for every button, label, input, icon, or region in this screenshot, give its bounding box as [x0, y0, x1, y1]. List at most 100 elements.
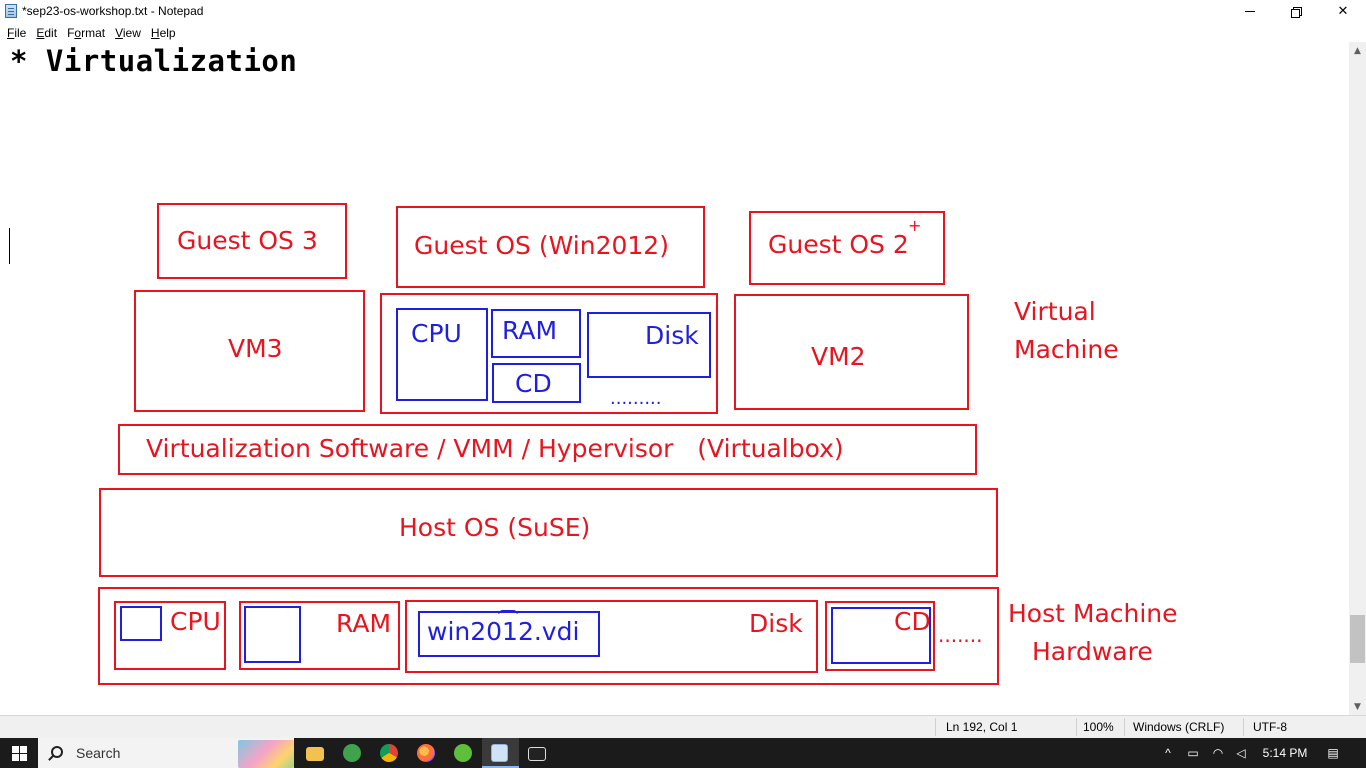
plus-mark: +: [908, 216, 921, 235]
clock-time: 5:14 PM: [1262, 746, 1308, 760]
menu-view-rest: iew: [122, 25, 141, 40]
host-hardware-label-line2: Hardware: [1032, 637, 1153, 666]
menu-edit[interactable]: Edit: [31, 26, 62, 40]
notepad-icon: [5, 4, 17, 18]
vm-more-label: .........: [610, 388, 662, 409]
window-title: *sep23-os-workshop.txt - Notepad: [22, 4, 204, 18]
chrome-icon[interactable]: [380, 744, 398, 762]
vm-win2012-box: [380, 293, 718, 414]
file-explorer-icon[interactable]: [306, 747, 324, 761]
vm3-label: VM3: [228, 334, 283, 363]
volume-icon[interactable]: ◁: [1236, 746, 1246, 760]
host-os-box: [99, 488, 998, 577]
vertical-scrollbar[interactable]: ▲ ▼: [1349, 42, 1366, 715]
network-icon[interactable]: ▭: [1187, 746, 1199, 760]
status-separator: [935, 718, 936, 736]
hw-disk-label: Disk: [749, 609, 803, 638]
hw-cd-label: CD: [894, 607, 931, 636]
hw-ram-box: [239, 601, 400, 670]
vm-ram-label: RAM: [502, 316, 557, 345]
terminal-icon[interactable]: [528, 747, 546, 761]
minimize-button[interactable]: [1227, 0, 1273, 23]
hw-cd-box: [825, 601, 935, 671]
virtual-machine-label-line2: Machine: [1014, 335, 1119, 364]
taskbar-search-box[interactable]: Search: [38, 738, 294, 768]
search-highlight-image: [238, 740, 294, 768]
menu-file[interactable]: File: [2, 26, 31, 40]
wifi-icon[interactable]: ◠: [1212, 746, 1224, 760]
hw-ram-chip: [244, 606, 301, 663]
vm-cd-label: CD: [515, 369, 552, 398]
menu-view-accel: V: [115, 25, 123, 40]
guest-os-win2012-box: [396, 206, 705, 288]
scroll-up-arrow-icon[interactable]: ▲: [1354, 45, 1361, 56]
vm-cd-box: [492, 363, 581, 403]
firefox-icon[interactable]: [417, 744, 435, 762]
close-button[interactable]: ✕: [1320, 0, 1366, 23]
taskbar: Search ^ ▭ ◠ ◁ 5:14 PM ▤: [0, 738, 1366, 768]
clock[interactable]: 5:14 PM: [1255, 738, 1315, 768]
notification-icon[interactable]: ▤: [1327, 746, 1339, 760]
hw-cpu-chip: [120, 606, 162, 641]
vm-cpu-label: CPU: [411, 319, 462, 348]
hw-vdi-label: win2012.vdi: [427, 617, 579, 646]
zoom-level: 100%: [1083, 720, 1114, 734]
line-ending: Windows (CRLF): [1133, 720, 1225, 734]
guest-os-2-label: Guest OS 2: [768, 230, 909, 259]
heading-line: * Virtualization: [10, 44, 298, 78]
windows-logo-icon: [11, 745, 27, 761]
maximize-button[interactable]: [1273, 0, 1319, 23]
hw-cd-drive: [831, 607, 931, 664]
vdi-tab-mark: [497, 610, 519, 614]
host-os-label: Host OS (SuSE): [399, 513, 590, 542]
menu-file-accel: F: [7, 25, 15, 40]
tray-chevron-icon[interactable]: ^: [1158, 738, 1178, 768]
menu-help-accel: H: [150, 25, 160, 40]
hw-cpu-box: [114, 601, 226, 670]
vm3-box: [134, 290, 365, 412]
vm-ram-box: [491, 309, 581, 358]
cursor-position: Ln 192, Col 1: [946, 720, 1018, 734]
notepad-icon[interactable]: [491, 744, 508, 762]
hypervisor-box: [118, 424, 977, 475]
vm2-box: [734, 294, 969, 410]
menu-format-accel: o: [74, 25, 82, 40]
guest-os-2-box: [749, 211, 945, 285]
active-app-indicator: [482, 766, 519, 768]
scroll-thumb[interactable]: [1350, 615, 1365, 663]
text-caret: [9, 228, 10, 264]
guest-os-3-box: [157, 203, 347, 279]
menu-help[interactable]: Help: [146, 26, 181, 40]
menu-edit-rest: dit: [44, 25, 58, 40]
menu-view[interactable]: View: [110, 26, 146, 40]
search-placeholder: Search: [76, 745, 121, 761]
tray-chevron-glyph: ^: [1165, 746, 1171, 760]
vm-disk-box: [587, 312, 711, 378]
close-icon: ✕: [1337, 4, 1349, 19]
green-app-icon-2[interactable]: [454, 744, 472, 762]
hypervisor-label: Virtualization Software / VMM / Hypervis…: [146, 434, 844, 463]
green-app-icon[interactable]: [343, 744, 361, 762]
scroll-down-arrow-icon[interactable]: ▼: [1354, 701, 1361, 712]
menu-bar: File Edit Format View Help: [0, 23, 1366, 42]
status-separator: [1124, 718, 1125, 736]
menu-edit-accel: E: [36, 25, 45, 40]
menu-file-rest: ile: [14, 25, 27, 40]
restore-icon: [1291, 6, 1302, 18]
title-bar: *sep23-os-workshop.txt - Notepad ✕: [0, 0, 1366, 23]
minimize-icon: [1245, 11, 1255, 12]
guest-os-3-label: Guest OS 3: [177, 226, 318, 255]
virtual-machine-label-line1: Virtual: [1014, 297, 1096, 326]
hw-ram-label: RAM: [336, 609, 391, 638]
menu-format[interactable]: Format: [62, 26, 110, 40]
status-separator: [1243, 718, 1244, 736]
status-bar: Ln 192, Col 1 100% Windows (CRLF) UTF-8: [0, 715, 1366, 738]
host-hardware-box: [98, 587, 999, 685]
menu-format-prefix: F: [67, 25, 75, 40]
text-editor[interactable]: * Virtualization: [0, 42, 1349, 715]
vm-cpu-box: [396, 308, 488, 401]
virtualization-diagram: Guest OS 3 Guest OS (Win2012) Guest OS 2…: [98, 203, 1178, 685]
search-icon: [51, 746, 63, 758]
guest-os-win2012-label: Guest OS (Win2012): [414, 231, 669, 260]
start-button[interactable]: [0, 738, 38, 768]
